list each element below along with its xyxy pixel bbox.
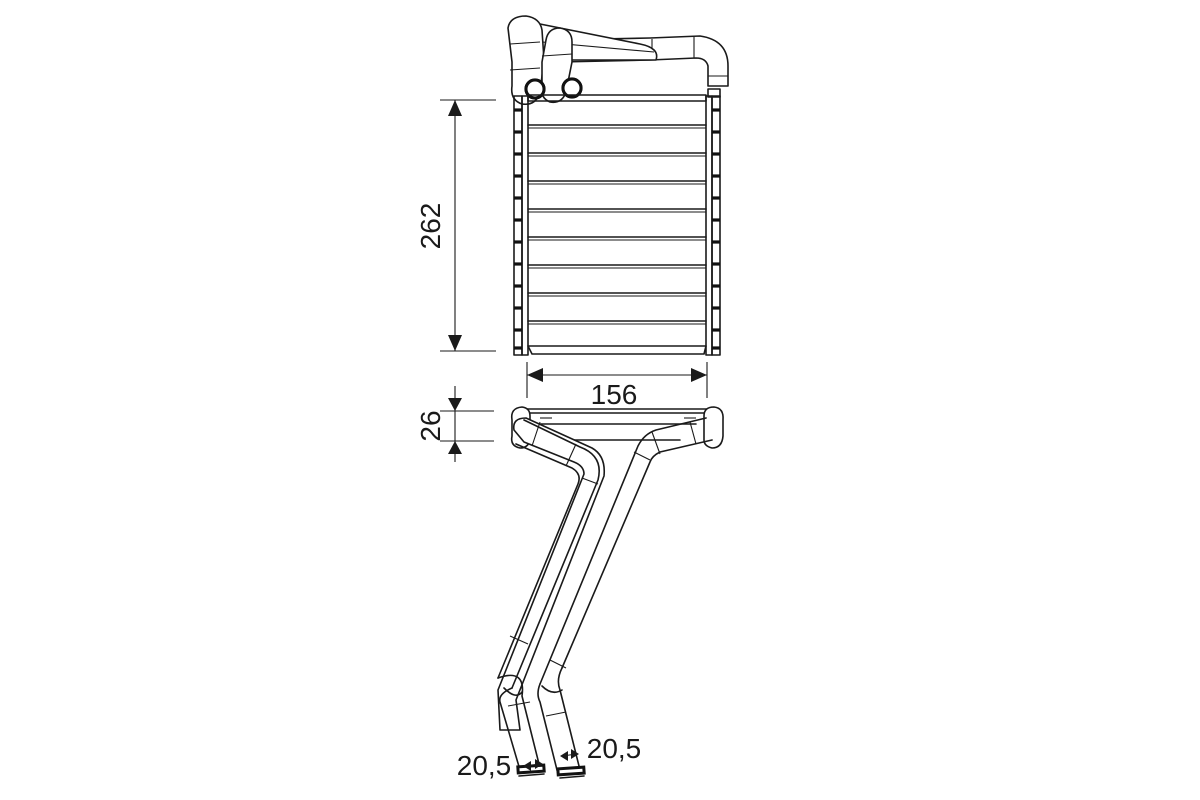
left-plate-notches [514, 108, 522, 350]
dimension-pipe-left-label: 20,5 [457, 750, 512, 781]
dimension-width: 156 [526, 362, 708, 410]
front-view: 262 156 [415, 15, 729, 410]
core-body [513, 88, 721, 356]
core-tubes [527, 124, 707, 325]
dimension-pipe-right-label: 20,5 [587, 733, 642, 764]
dimension-width-label: 156 [591, 379, 638, 410]
dimension-pipe-left: 20,5 [457, 750, 543, 781]
dimension-depth: 26 [415, 386, 494, 462]
top-pipe-assembly [507, 15, 729, 106]
right-plate-notches [712, 108, 720, 350]
dimension-pipe-right: 20,5 [560, 733, 641, 764]
dimension-depth-label: 26 [415, 410, 446, 441]
top-view: 26 20,5 20,5 [415, 386, 724, 781]
dimension-height-label: 262 [415, 203, 446, 250]
dimension-height: 262 [415, 99, 496, 352]
